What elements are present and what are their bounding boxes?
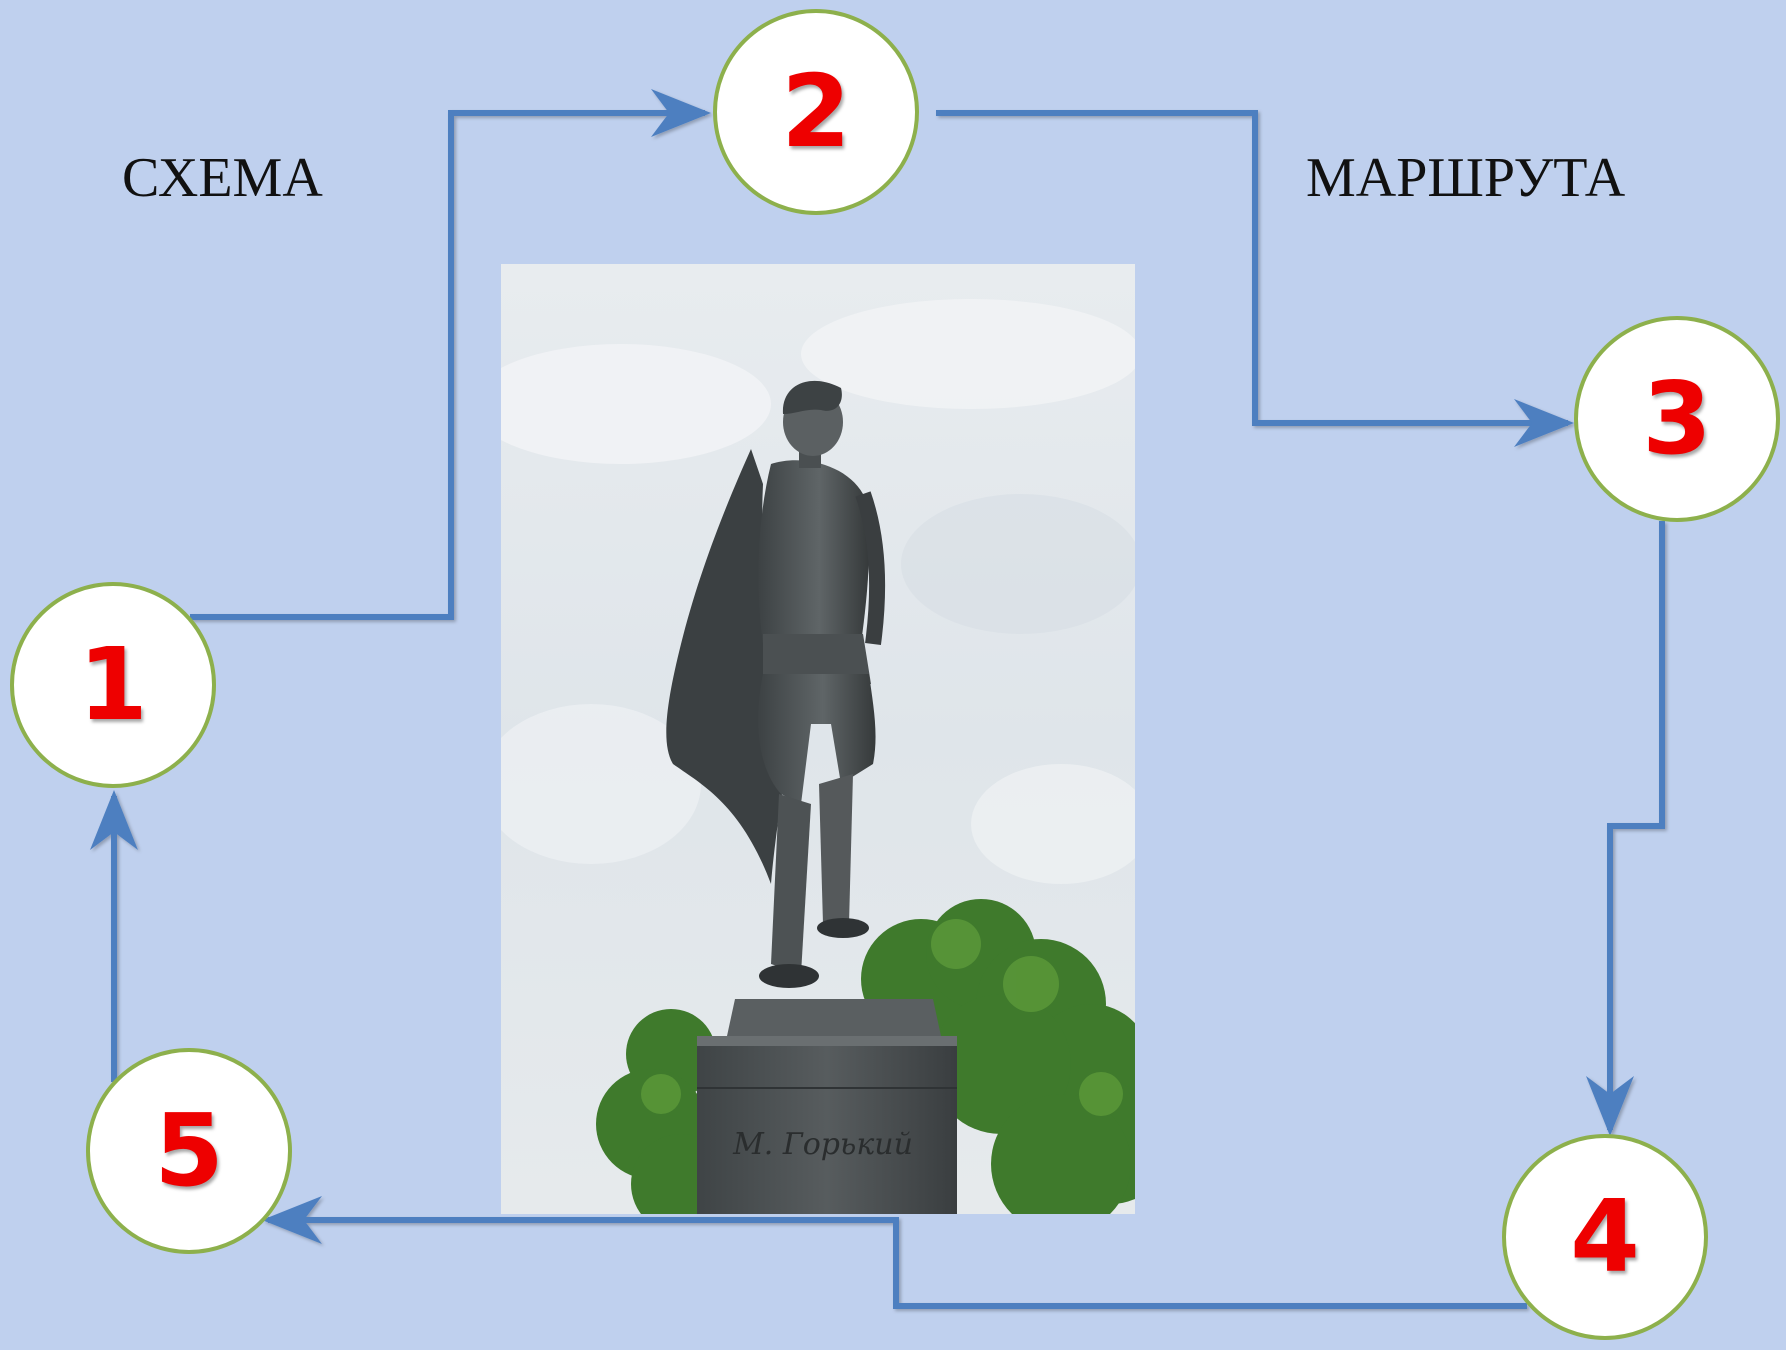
pedestal: М. Горький (697, 999, 957, 1214)
route-point-1: 1 (10, 582, 216, 788)
route-point-5: 5 (86, 1048, 292, 1254)
route-point-number: 5 (154, 1092, 224, 1209)
route-point-4: 4 (1502, 1134, 1708, 1340)
route-point-number: 2 (781, 53, 851, 170)
pedestal-inscription: М. Горький (732, 1127, 913, 1162)
route-point-3: 3 (1574, 316, 1780, 522)
route-point-number: 3 (1642, 360, 1712, 477)
title-word-scheme: СХЕМА (122, 147, 323, 209)
monument-photo: М. Горький (501, 264, 1135, 1214)
arrow-3-to-4 (1586, 521, 1665, 1136)
arrow-1-to-2 (190, 89, 711, 620)
statue (666, 380, 886, 988)
title-word-route: МАРШРУТА (1306, 147, 1626, 209)
arrow-4-to-5 (262, 1196, 1527, 1309)
arrow-2-to-3 (936, 110, 1574, 447)
route-point-number: 4 (1570, 1178, 1640, 1295)
route-point-2: 2 (713, 9, 919, 215)
route-point-number: 1 (78, 626, 148, 743)
